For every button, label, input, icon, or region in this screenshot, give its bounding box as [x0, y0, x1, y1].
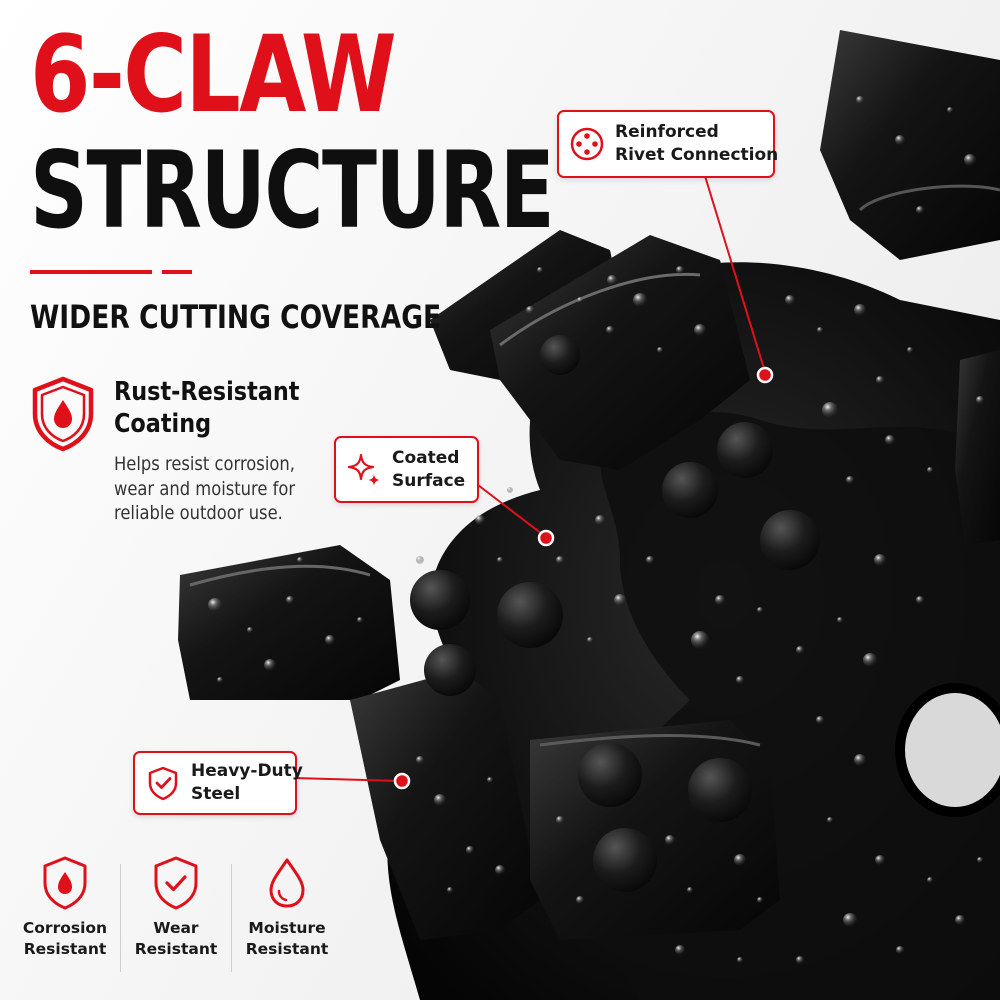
badge-wear-label: Wear Resistant	[121, 918, 231, 960]
feature-description: Helps resist corrosion, wear and moistur…	[114, 453, 296, 524]
badge-moisture-resistant: Moisture Resistant	[232, 856, 342, 976]
shield-drop-icon	[43, 856, 87, 910]
callout-coated-surface: Coated Surface	[334, 436, 479, 503]
sparkle-icon	[347, 453, 380, 486]
badge-moisture-line-1: Moisture	[248, 919, 326, 937]
badge-corrosion-label: Corrosion Resistant	[10, 918, 120, 960]
callout-heavy-duty-steel: Heavy-Duty Steel	[133, 751, 303, 815]
callout-rivet-connection: Reinforced Rivet Connection	[557, 110, 778, 178]
callout-steel-line-1: Heavy-Duty	[191, 761, 303, 781]
callout-coated-line-1: Coated	[392, 447, 460, 468]
headline-line-1: 6-CLAW	[30, 13, 397, 136]
badge-wear-resistant: Wear Resistant	[121, 856, 231, 976]
badge-wear-line-1: Wear	[153, 919, 199, 937]
callout-coated-text: Coated Surface	[392, 447, 465, 493]
feature-title-line-2: Coating	[114, 409, 212, 439]
callout-steel-line-2: Steel	[191, 784, 241, 804]
badge-divider	[231, 864, 232, 972]
badge-divider	[120, 864, 121, 972]
callout-steel-text: Heavy-Duty Steel	[191, 760, 303, 806]
badge-corrosion-line-1: Corrosion	[22, 919, 108, 937]
badge-wear-line-2: Resistant	[134, 940, 218, 958]
badge-corrosion-line-2: Resistant	[23, 940, 107, 958]
shield-check-icon	[148, 766, 178, 801]
accent-rule-long	[30, 270, 152, 274]
feature-title-line-1: Rust-Resistant	[114, 377, 300, 407]
headline-line-2: STRUCTURE	[30, 129, 555, 252]
accent-rule-short	[162, 270, 192, 274]
headline: 6-CLAW STRUCTURE	[30, 22, 719, 244]
callout-rivet-line-1: Reinforced	[615, 122, 719, 142]
shield-drop-icon	[32, 376, 94, 452]
callout-rivet-line-2: Rivet Connection	[615, 145, 779, 165]
badge-corrosion-resistant: Corrosion Resistant	[10, 856, 120, 976]
badge-moisture-line-2: Resistant	[245, 940, 329, 958]
subheadline: WIDER CUTTING COVERAGE	[30, 298, 442, 336]
rivet-circle-icon	[570, 127, 604, 161]
callout-rivet-text: Reinforced Rivet Connection	[615, 121, 778, 167]
shield-check-icon	[154, 856, 198, 910]
badge-moisture-label: Moisture Resistant	[232, 918, 342, 960]
droplet-icon	[269, 858, 305, 908]
resistance-badges: Corrosion Resistant Wear Resistant Moist…	[10, 856, 340, 976]
feature-title: Rust-Resistant Coating	[114, 376, 338, 440]
callout-coated-line-2: Surface	[392, 470, 466, 491]
